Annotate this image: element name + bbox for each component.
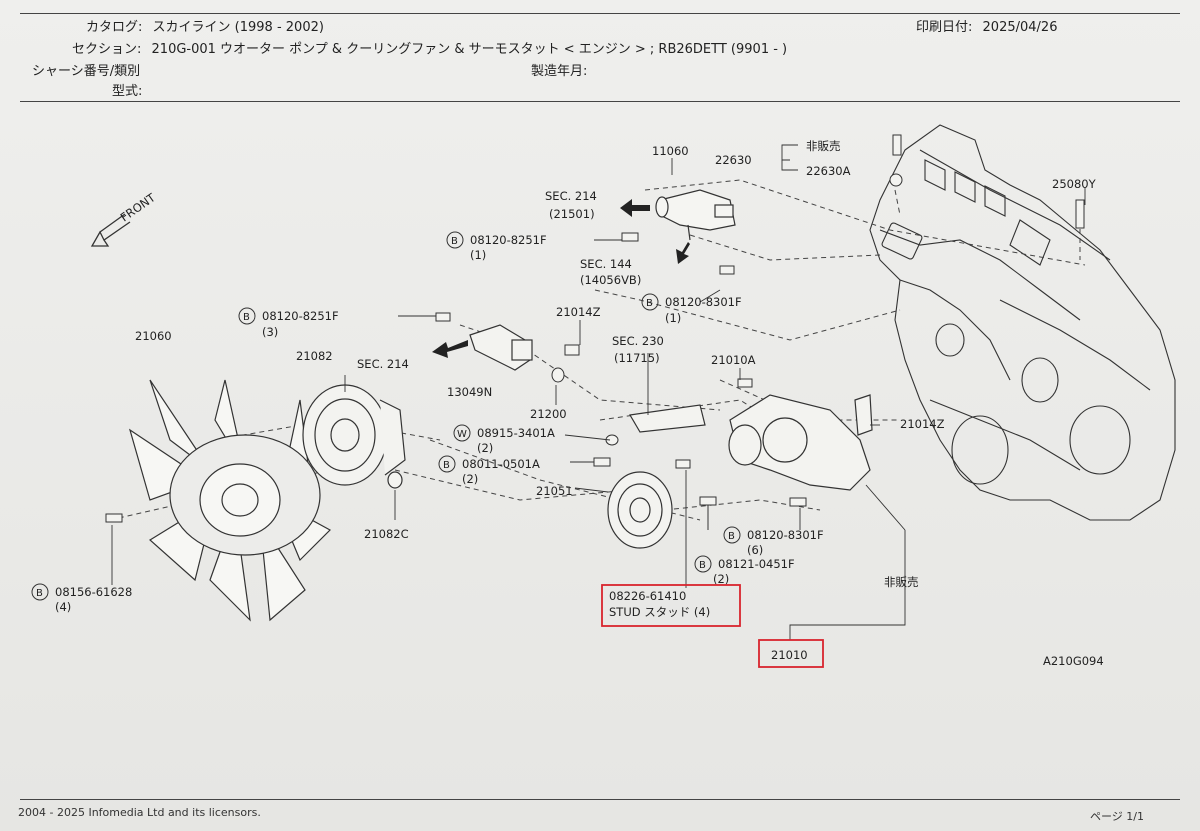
print-date-value: 2025/04/26 — [982, 20, 1058, 35]
catalog-label: カタログ: — [86, 20, 143, 35]
cooling-fan-21060 — [128, 379, 331, 622]
chassis-label: シャーシ番号/類別 — [32, 64, 141, 79]
not-sold-label-2: 非販売 — [884, 575, 919, 589]
copyright-text: 2004 - 2025 Infomedia Ltd and its licens… — [18, 806, 261, 819]
section-row: セクション: 210G-001 ウオーター ポンプ & クーリングファン & サ… — [72, 38, 787, 57]
illustration-id: A210G094 — [1043, 654, 1104, 668]
badge-b-7-text: B — [36, 588, 43, 599]
part-08156-61628: 08156-61628 — [55, 585, 132, 599]
badge-b-6-text: B — [699, 560, 706, 571]
stud-highlight-box — [601, 584, 741, 627]
part-22630a: 22630A — [806, 164, 851, 178]
sec-144-sub: (14056VB) — [580, 273, 641, 287]
water-pump-21010 — [728, 394, 873, 491]
part-21051: 21051 — [536, 484, 573, 498]
part-08121-0451f-qty: (2) — [713, 572, 729, 586]
engine-block-illustration — [869, 124, 1176, 521]
badge-b-5 — [723, 526, 741, 544]
direction-arrows — [432, 199, 690, 358]
part-08120-8251f-b-qty: (3) — [262, 325, 278, 339]
header-top-rule — [20, 13, 1180, 14]
bolts — [105, 134, 1085, 523]
badge-b-7 — [31, 583, 49, 601]
part-08915-3401a-qty: (2) — [477, 441, 493, 455]
badge-b-5-text: B — [728, 531, 735, 542]
part-08121-0451f: 08121-0451F — [718, 557, 795, 571]
badge-b-4 — [438, 455, 456, 473]
leader-lines — [111, 144, 1086, 640]
water-pump-highlight-box — [758, 639, 824, 668]
print-date-label: 印刷日付: — [916, 20, 973, 35]
sec-214-a: SEC. 214 — [545, 189, 597, 203]
badge-w-1 — [453, 424, 471, 442]
part-08120-8251f-b: 08120-8251F — [262, 309, 339, 323]
front-arrow-icon — [90, 213, 131, 247]
part-08120-8251f-a: 08120-8251F — [470, 233, 547, 247]
part-21014z-a: 21014Z — [556, 305, 601, 319]
part-21200: 21200 — [530, 407, 567, 421]
page-number: ページ 1/1 — [1090, 810, 1144, 823]
catalog-value: スカイライン (1998 - 2002) — [152, 20, 324, 35]
badge-b-4-text: B — [443, 460, 450, 471]
badge-b-2-text: B — [646, 298, 653, 309]
badge-b-6 — [694, 555, 712, 573]
sec-230: SEC. 230 — [612, 334, 664, 348]
part-21082: 21082 — [296, 349, 333, 363]
print-date-row: 印刷日付: 2025/04/26 — [916, 16, 1057, 35]
bracket-sec-230 — [629, 404, 706, 433]
fan-clutch-21082 — [302, 384, 406, 489]
part-21014z-b: 21014Z — [900, 417, 945, 431]
header-bottom-rule — [20, 101, 1180, 102]
part-21010: 21010 — [771, 648, 808, 662]
stud-description: STUD スタッド (4) — [609, 605, 710, 619]
front-label: FRONT — [118, 190, 159, 225]
not-sold-label-1: 非販売 — [806, 139, 841, 153]
sec-214-a-sub: (21501) — [549, 207, 595, 221]
badge-b-1 — [446, 231, 464, 249]
footer-rule — [20, 799, 1180, 800]
section-value: 210G-001 ウオーター ポンプ & クーリングファン & サーモスタット … — [151, 42, 788, 57]
badge-b-1-text: B — [451, 236, 458, 247]
part-08011-0501a: 08011-0501A — [462, 457, 540, 471]
part-08156-61628-qty: (4) — [55, 600, 71, 614]
badge-w-1-text: W — [457, 429, 467, 440]
part-08915-3401a: 08915-3401A — [477, 426, 555, 440]
water-inlet-13049n — [469, 324, 533, 371]
sec-144: SEC. 144 — [580, 257, 632, 271]
part-21010a: 21010A — [711, 353, 756, 367]
part-22630: 22630 — [715, 153, 752, 167]
part-08120-8301f-a: 08120-8301F — [665, 295, 742, 309]
badge-b-2 — [641, 293, 659, 311]
part-08011-0501a-qty: (2) — [462, 472, 478, 486]
part-25080y: 25080Y — [1052, 177, 1097, 191]
pulley-21051 — [607, 471, 673, 549]
part-08120-8301f-b: 08120-8301F — [747, 528, 824, 542]
badge-b-3 — [238, 307, 256, 325]
part-13049n: 13049N — [447, 385, 492, 399]
stud-part-number: 08226-61410 — [609, 589, 686, 603]
sec-214-b: SEC. 214 — [357, 357, 409, 371]
part-21082c: 21082C — [364, 527, 409, 541]
part-callouts: 11060 22630 非販売 22630A 25080Y SEC. 214 (… — [31, 139, 1097, 614]
part-08120-8251f-a-qty: (1) — [470, 248, 486, 262]
section-label: セクション: — [72, 42, 142, 57]
part-11060: 11060 — [652, 144, 689, 158]
production-label: 製造年月: — [531, 64, 588, 79]
catalog-row: カタログ: スカイライン (1998 - 2002) — [86, 16, 324, 35]
part-08120-8301f-b-qty: (6) — [747, 543, 763, 557]
sec-230-sub: (11715) — [614, 351, 660, 365]
model-label: 型式: — [112, 84, 143, 99]
water-outlet-11060 — [655, 189, 736, 241]
part-21060: 21060 — [135, 329, 172, 343]
badge-b-3-text: B — [243, 312, 250, 323]
part-08120-8301f-a-qty: (1) — [665, 311, 681, 325]
